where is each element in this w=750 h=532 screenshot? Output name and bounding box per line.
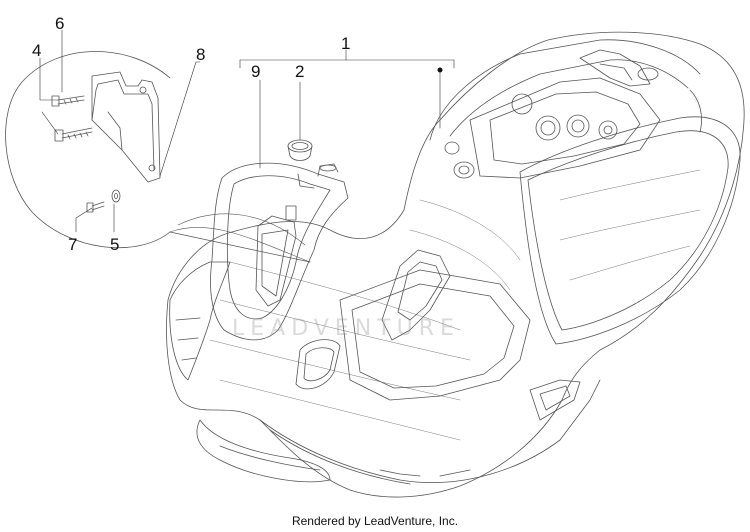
- footer-credit: Rendered by LeadVenture, Inc.: [291, 514, 459, 528]
- frame-body-part-1: [166, 31, 745, 498]
- screw-part-6: [51, 95, 85, 107]
- callout-label-2: 2: [295, 62, 305, 81]
- screw-part-7: [86, 201, 105, 213]
- screw-part-4: [54, 127, 93, 142]
- watermark-text: LEADVENTURE: [232, 316, 460, 341]
- callout-label-6: 6: [55, 14, 65, 33]
- callout-label-1: 1: [341, 34, 351, 53]
- detail-view-circle: [5, 51, 311, 263]
- washer-part-5: [111, 189, 121, 203]
- callout-label-9: 9: [251, 62, 261, 81]
- callout-label-8: 8: [196, 45, 206, 64]
- bracket-part: [91, 71, 161, 183]
- callout-label-5: 5: [110, 235, 120, 254]
- callout-label-4: 4: [32, 41, 42, 60]
- cap-part-2: [287, 139, 313, 161]
- callout-label-7: 7: [68, 235, 78, 254]
- leader-lines: [39, 29, 455, 233]
- legshield-panel-part-9: [210, 162, 349, 341]
- callout-dot: [437, 67, 443, 73]
